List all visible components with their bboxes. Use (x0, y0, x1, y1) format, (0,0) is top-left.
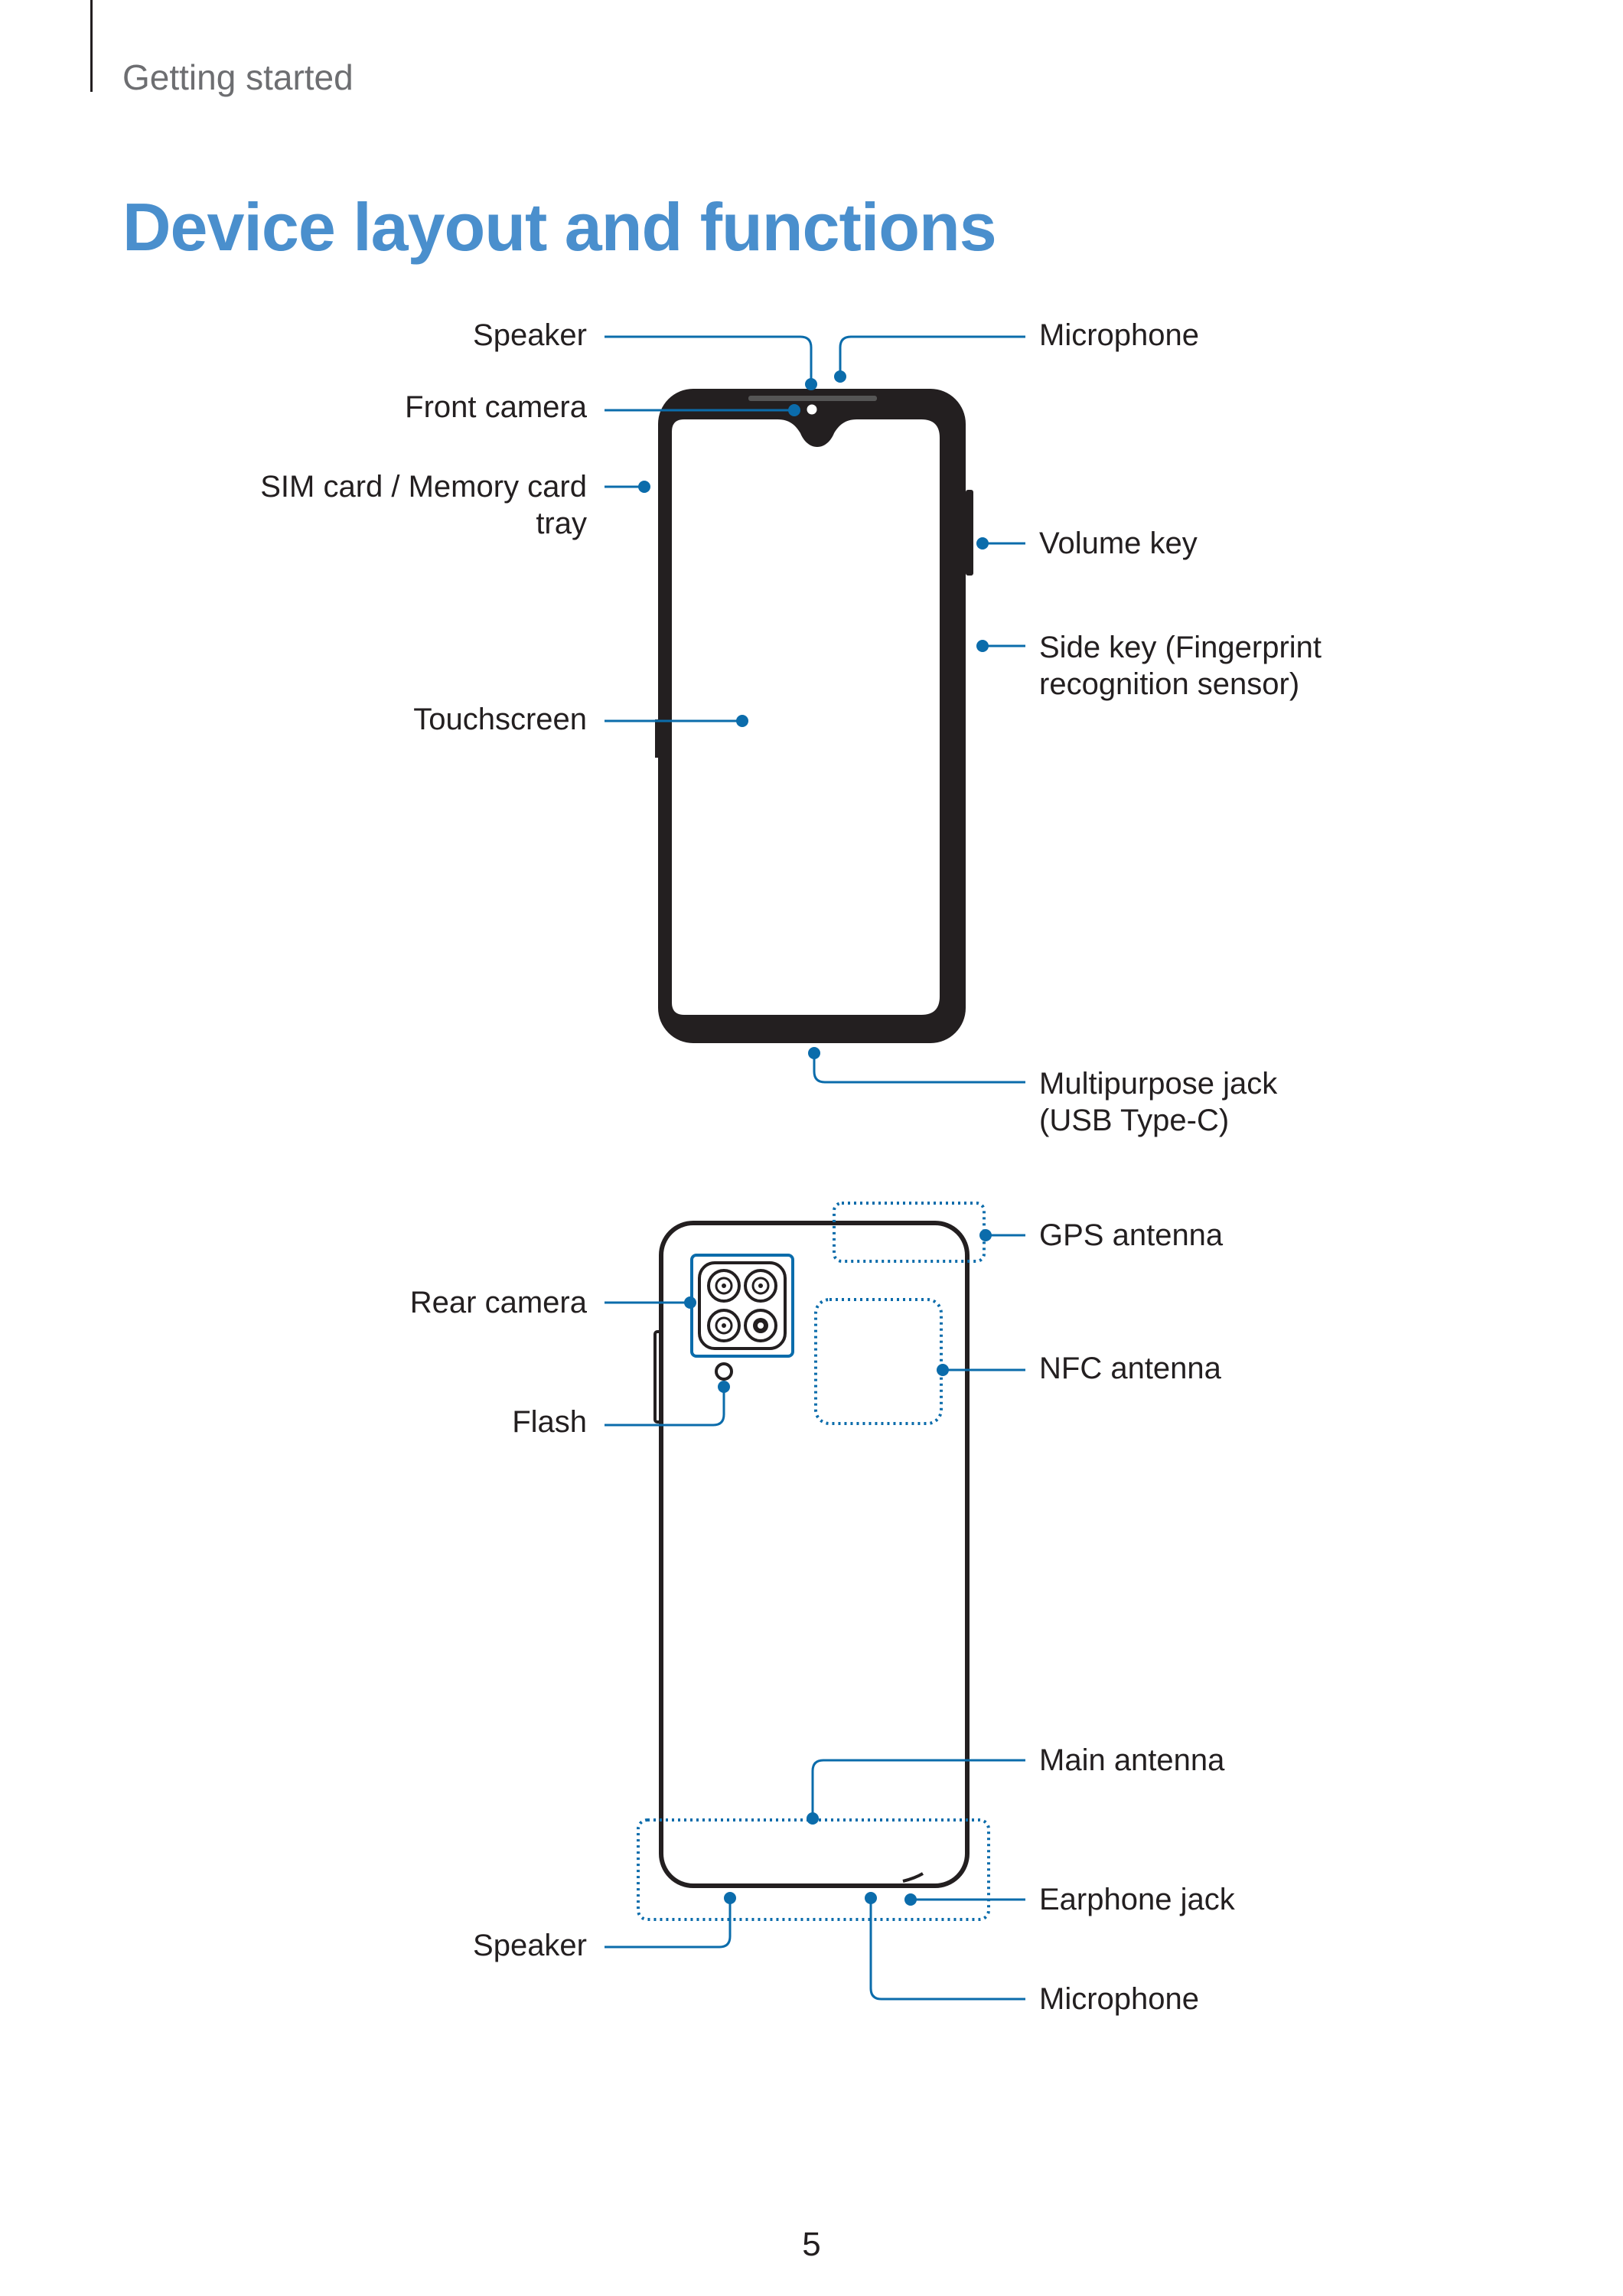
label-volume-key: Volume key (1039, 527, 1198, 560)
label-front-camera: Front camera (405, 390, 587, 424)
rear-camera-module (690, 1254, 794, 1381)
label-back-speaker: Speaker (473, 1929, 587, 1962)
section-rule (90, 0, 93, 92)
back-phone (653, 1221, 970, 1888)
section-label: Getting started (122, 57, 354, 97)
label-front-microphone: Microphone (1039, 318, 1200, 352)
label-back-microphone: Microphone (1039, 1982, 1200, 2016)
label-main-antenna: Main antenna (1039, 1743, 1225, 1777)
label-side-key: Side key (Fingerprint recognition sensor… (1039, 629, 1322, 703)
label-sim-tray: SIM card / Memory card tray (260, 468, 587, 542)
label-multipurpose-jack: Multipurpose jack (USB Type-C) (1039, 1065, 1277, 1139)
label-multipurpose-jack-line1: Multipurpose jack (1039, 1067, 1278, 1101)
front-phone (655, 389, 973, 1043)
back-callout-dots (684, 1229, 992, 1906)
label-earphone-jack: Earphone jack (1039, 1883, 1235, 1916)
front-callout-lines (605, 335, 1025, 1084)
label-sim-tray-line1: SIM card / Memory card (260, 470, 587, 504)
label-nfc-antenna: NFC antenna (1039, 1352, 1221, 1385)
label-side-key-line1: Side key (Fingerprint (1039, 631, 1322, 664)
label-multipurpose-jack-line2: (USB Type-C) (1039, 1104, 1230, 1137)
page-number: 5 (802, 2226, 821, 2263)
page-title: Device layout and functions (122, 189, 997, 265)
label-sim-tray-line2: tray (536, 507, 587, 540)
label-touchscreen: Touchscreen (413, 703, 587, 736)
label-gps-antenna: GPS antenna (1039, 1218, 1224, 1252)
label-side-key-line2: recognition sensor) (1039, 667, 1300, 701)
label-front-speaker: Speaker (473, 318, 587, 352)
front-callout-dots (638, 370, 989, 1059)
back-callout-lines (605, 1234, 1025, 2001)
label-rear-camera: Rear camera (409, 1286, 587, 1319)
label-flash: Flash (512, 1405, 587, 1439)
